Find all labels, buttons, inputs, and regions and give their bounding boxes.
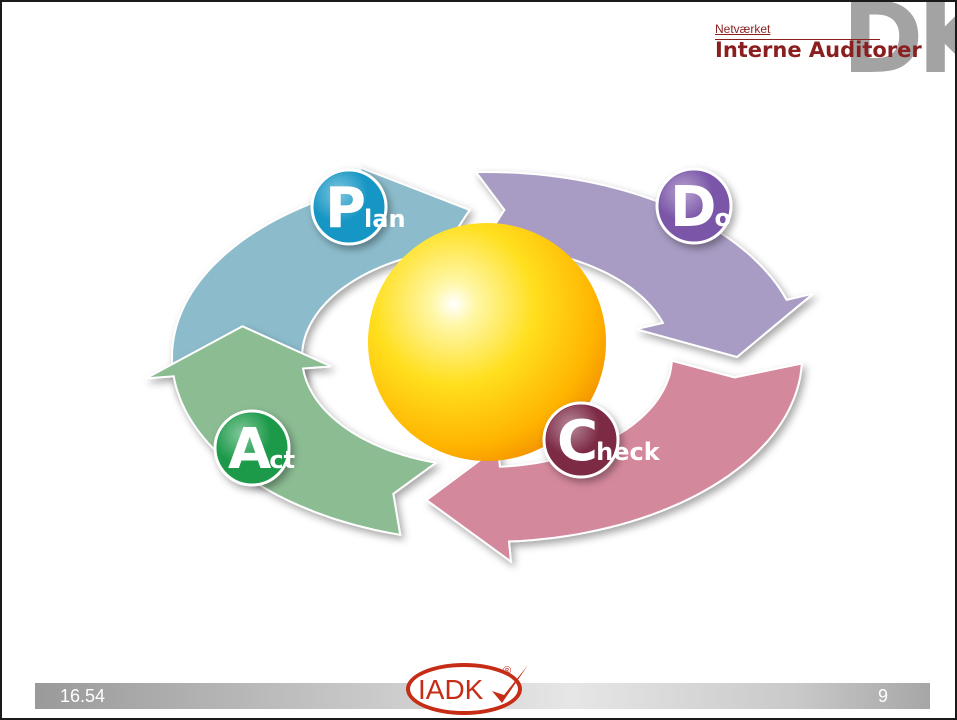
footer-page-number: 9 bbox=[878, 686, 889, 706]
logo-rule bbox=[715, 39, 880, 40]
check-badge-shine bbox=[546, 405, 616, 475]
iadk-logo-inner bbox=[410, 667, 518, 711]
plan-label: Plan bbox=[325, 176, 406, 241]
act-badge-shine bbox=[217, 413, 287, 483]
logo-top-line: Netværket bbox=[715, 22, 771, 36]
netvaerket-logo: DK Netværket Interne Auditorer bbox=[712, 2, 955, 94]
act-badge: Act bbox=[213, 409, 295, 487]
check-label: Check bbox=[557, 409, 661, 474]
act-arrow bbox=[145, 325, 439, 537]
do-badge-shine bbox=[659, 171, 729, 241]
iadk-registered-mark: ® bbox=[503, 665, 511, 677]
logo-main-text: Interne Auditorer bbox=[715, 38, 922, 62]
do-label: Do bbox=[670, 175, 731, 240]
act-label: Act bbox=[228, 417, 295, 482]
logo-dk-mark: DK bbox=[842, 0, 955, 96]
check-badge: Check bbox=[542, 401, 661, 479]
iadk-logo: IADK ® bbox=[406, 663, 528, 715]
footer-date: 16.54 bbox=[60, 686, 106, 706]
center-sphere bbox=[368, 223, 606, 461]
do-badge: Do bbox=[655, 167, 733, 245]
iadk-logo-text: IADK bbox=[418, 674, 484, 705]
plan-badge-shine bbox=[314, 172, 384, 242]
cycle-arrows bbox=[145, 164, 814, 564]
plan-badge: Plan bbox=[310, 168, 406, 246]
